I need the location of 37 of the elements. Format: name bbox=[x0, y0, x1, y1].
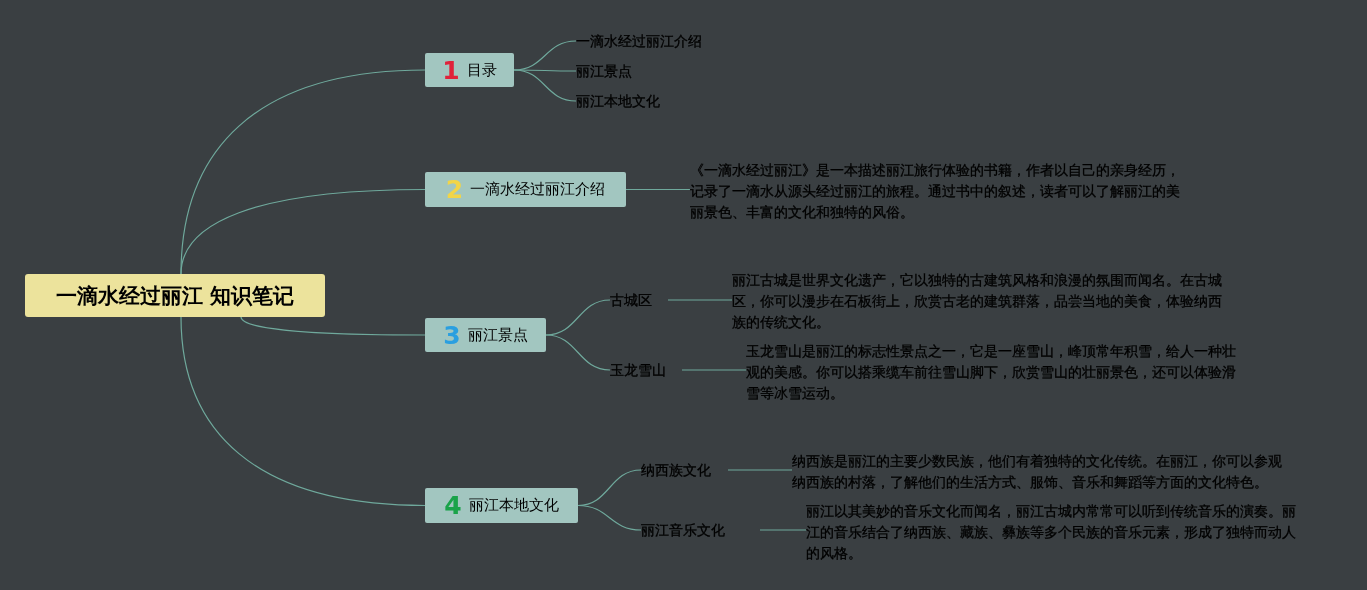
connector-line bbox=[545, 334, 611, 371]
description-text: 丽江古城是世界文化遗产，它以独特的古建筑风格和浪漫的氛围而闻名。在古城区，你可以漫步在石板街上，欣赏古老的建筑群落，品尝当地的美食，体验纳西族的传统文化。 bbox=[732, 270, 1228, 333]
subtopic-label: 丽江景点 bbox=[576, 62, 632, 80]
topic-box bbox=[425, 172, 626, 207]
connector-line bbox=[240, 316, 426, 336]
connector-line bbox=[180, 188, 426, 275]
description-text: 丽江以其美妙的音乐文化而闻名，丽江古城内常常可以听到传统音乐的演奏。丽江的音乐结合了纳西族、藏族、彝族等多个民族的音乐元素，形成了独特而动人的风格。 bbox=[806, 501, 1302, 564]
subtopic-label: 丽江音乐文化 bbox=[641, 521, 760, 539]
topic-number: 2 bbox=[445, 177, 464, 202]
topic-number: 1 bbox=[442, 57, 460, 83]
topic-label: 丽江本地文化 bbox=[468, 496, 559, 515]
central-topic: 一滴水经过丽江 知识笔记 bbox=[25, 274, 325, 317]
connector-line bbox=[759, 529, 807, 531]
topic-label: 目录 bbox=[466, 60, 497, 80]
connector-line bbox=[681, 369, 747, 371]
description-text: 《一滴水经过丽江》是一本描述丽江旅行体验的书籍，作者以自己的亲身经历，记录了一滴水从源头经过丽江的旅程。通过书中的叙述，读者可以了解丽江的美丽景色、丰富的文化和独特的风俗。 bbox=[690, 160, 1186, 223]
topic-label: 丽江景点 bbox=[467, 325, 528, 345]
topic-label: 一滴水经过丽江介绍 bbox=[470, 180, 606, 199]
subtopic-label: 丽江本地文化 bbox=[576, 92, 660, 110]
connector-line bbox=[513, 69, 577, 102]
topic-box bbox=[425, 318, 546, 352]
topic-box bbox=[425, 488, 578, 523]
connector-line bbox=[727, 469, 793, 471]
subtopic-label: 古城区 bbox=[610, 291, 668, 309]
connector-line bbox=[577, 504, 642, 531]
subtopic-label: 一滴水经过丽江介绍 bbox=[576, 32, 702, 50]
topic-number: 3 bbox=[443, 322, 461, 348]
description-text: 玉龙雪山是丽江的标志性景点之一，它是一座雪山，峰顶常年积雪，给人一种壮观的美感。你可以搭乘缆车前往雪山脚下，欣赏雪山的壮丽景色，还可以体验滑雪等冰雪运动。 bbox=[746, 341, 1242, 404]
topic-number: 4 bbox=[444, 493, 462, 518]
connector-line bbox=[180, 316, 426, 507]
connector-line bbox=[625, 188, 691, 191]
connector-line bbox=[667, 299, 733, 301]
topic-box bbox=[425, 53, 514, 87]
subtopic-label: 纳西族文化 bbox=[641, 461, 728, 479]
description-text: 纳西族是丽江的主要少数民族，他们有着独特的文化传统。在丽江，你可以参观纳西族的村落，了解他们的生活方式、服饰、音乐和舞蹈等方面的文化特色。 bbox=[792, 451, 1288, 493]
connector-line bbox=[545, 299, 611, 336]
subtopic-label: 玉龙雪山 bbox=[610, 361, 682, 379]
